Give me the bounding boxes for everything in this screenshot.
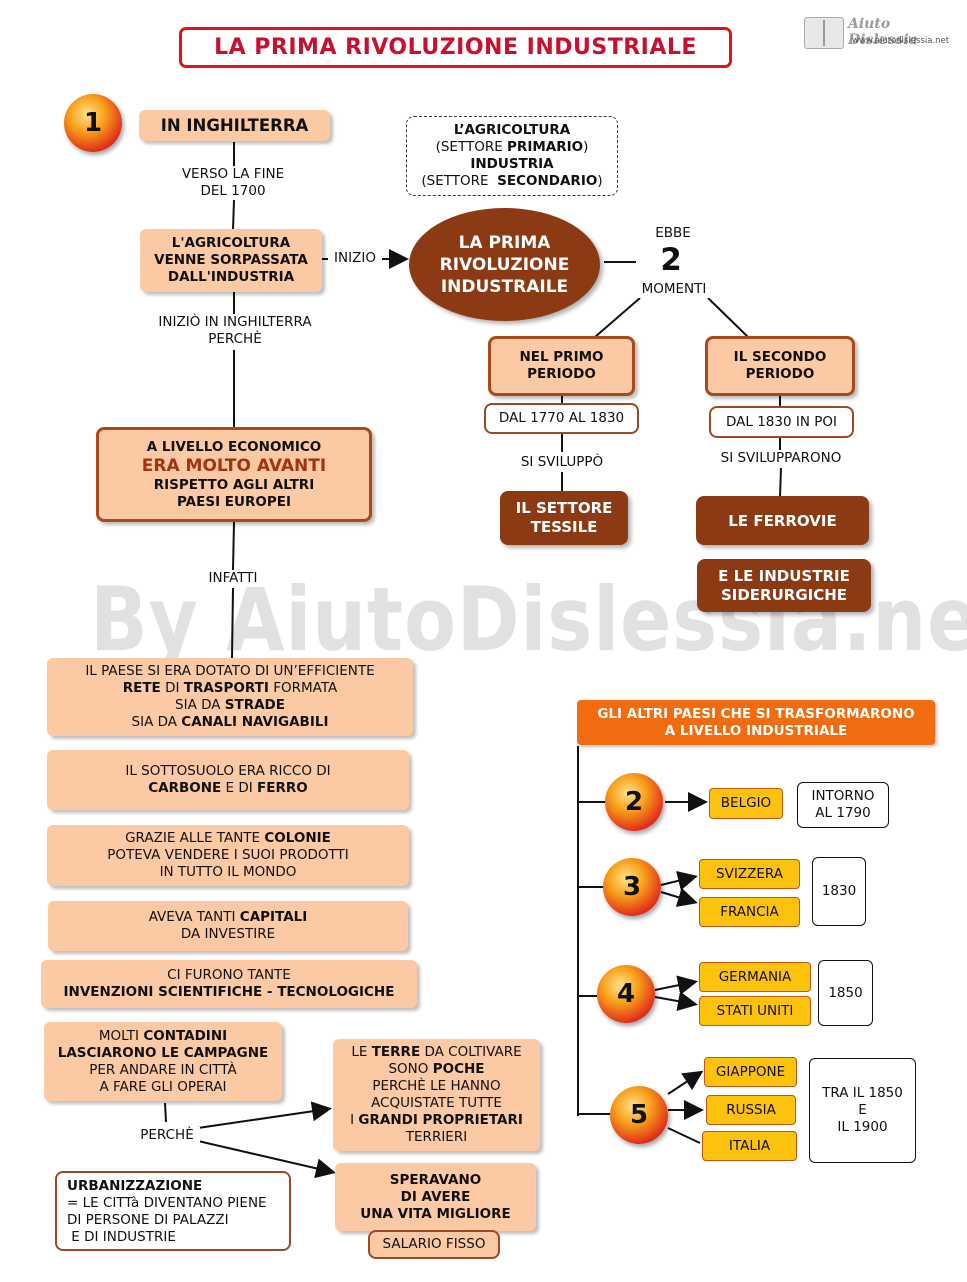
number-badge-5: 5 [610,1086,668,1144]
date-group-3: 1830 [812,857,866,926]
number-badge-4: 4 [597,965,655,1023]
reason-trasporti: IL PAESE SI ERA DOTATO DI UN’EFFICIENTE … [47,658,413,736]
date-group-4: 1850 [818,960,873,1026]
in-inghilterra-box: IN INGHILTERRA [139,110,330,141]
settore-secondario: (SETTORE SECONDARIO) [421,173,603,189]
reason-contadini: MOLTI CONTADINI LASCIARONO LE CAMPAGNE P… [44,1022,282,1101]
page-title: LA PRIMA RIVOLUZIONE INDUSTRIALE [179,27,732,68]
country-giappone: GIAPPONE [704,1057,797,1087]
ferrovie-box: LE FERROVIE [696,496,869,545]
si-sviluppo-label: SI SVILUPPÒ [512,454,612,471]
terre-box: LE TERRE DA COLTIVARE SONO POCHE PERCHÈ … [333,1039,540,1151]
altri-paesi-header: GLI ALTRI PAESI CHE SI TRASFORMARONO A L… [577,700,935,745]
speravano-box: SPERAVANO DI AVERE UNA VITA MIGLIORE [335,1163,536,1231]
livello-economico-box: A LIVELLO ECONOMICO ERA MOLTO AVANTI RIS… [96,427,372,522]
siderurgiche-box: E LE INDUSTRIE SIDERURGICHE [697,559,871,612]
dal-1830-box: DAL 1830 IN POI [709,406,854,438]
book-icon [804,17,844,49]
secondo-periodo-box: IL SECONDO PERIODO [705,336,855,396]
number-badge-1: 1 [64,94,122,152]
date-group-5: TRA IL 1850 E IL 1900 [809,1058,916,1163]
settore-tessile-box: IL SETTORE TESSILE [500,491,628,545]
momenti-label: MOMENTI [636,281,712,298]
logo: Aiuto Dislessia www.aiutodislessia.net [802,14,954,54]
reason-capitali: AVEVA TANTI CAPITALI DA INVESTIRE [48,901,408,951]
infatti-label: INFATTI [196,570,270,587]
reason-colonie: GRAZIE ALLE TANTE COLONIE POTEVA VENDERE… [47,825,409,886]
reason-invenzioni: CI FURONO TANTE INVENZIONI SCIENTIFICHE … [41,960,417,1008]
country-francia: FRANCIA [699,897,800,927]
two-moments-number: 2 [660,242,682,278]
country-belgio: BELGIO [709,788,783,819]
country-svizzera: SVIZZERA [699,859,800,889]
primo-periodo-box: NEL PRIMO PERIODO [488,336,635,396]
sectors-box: L’AGRICOLTURA (SETTORE PRIMARIO) INDUSTR… [406,116,618,196]
country-italia: ITALIA [702,1131,797,1161]
si-svilupparono-label: SI SVILUPPARONO [714,450,848,467]
salario-fisso-box: SALARIO FISSO [368,1230,500,1259]
number-badge-2: 2 [605,773,663,831]
central-oval: LA PRIMA RIVOLUZIONE INDUSTRAILE [409,208,600,321]
dal-1770-box: DAL 1770 AL 1830 [484,403,639,434]
ebbe-label: EBBE [645,225,701,242]
country-germania: GERMANIA [699,962,811,992]
perche-label: PERCHÈ [134,1127,200,1144]
inizio-ingh-label: INIZIÒ IN INGHILTERRA PERCHÈ [140,314,330,348]
logo-name: Aiuto Dislessia [848,16,918,48]
date-group-2: INTORNO AL 1790 [797,782,889,828]
number-badge-3: 3 [603,858,661,916]
logo-url: www.aiutodislessia.net [852,36,950,46]
country-stati-uniti: STATI UNITI [699,996,811,1026]
settore-primario: (SETTORE PRIMARIO) [435,139,589,155]
country-russia: RUSSIA [706,1095,796,1125]
agricoltura-box: L'AGRICOLTURA VENNE SORPASSATA DALL'INDU… [140,229,322,292]
reason-sottosuolo: IL SOTTOSUOLO ERA RICCO DI CARBONE E DI … [47,750,409,810]
urbanizzazione-box: URBANIZZAZIONE = LE CITTà DIVENTANO PIEN… [55,1171,291,1251]
inizio-label: INIZIO [328,250,382,267]
verso-fine-label: VERSO LA FINE DEL 1700 [168,166,298,200]
